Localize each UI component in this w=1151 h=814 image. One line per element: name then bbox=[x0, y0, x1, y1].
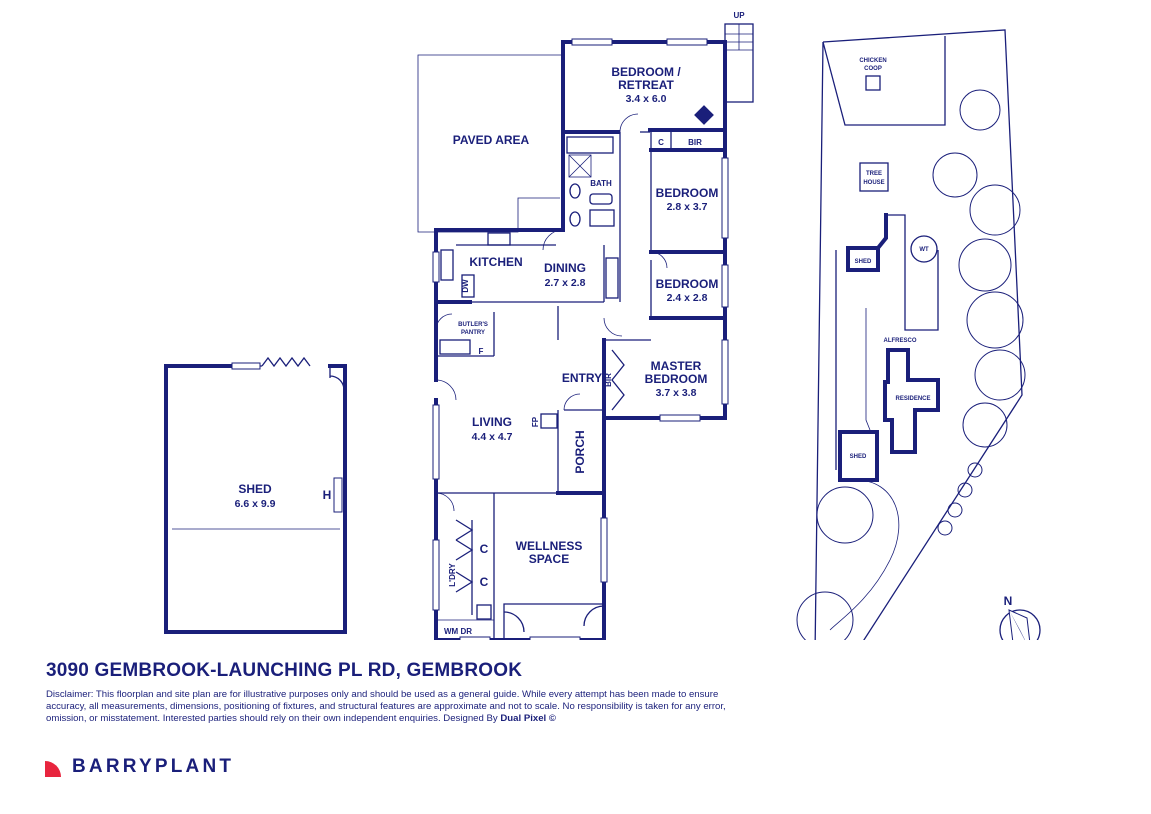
kitchen-label: KITCHEN bbox=[469, 255, 522, 269]
brand-logo: BARRYPLANT bbox=[45, 756, 234, 778]
entry-label: ENTRY bbox=[562, 371, 602, 385]
master-bedroom-label: MASTER bbox=[651, 359, 702, 373]
cupboard-2-label: C bbox=[480, 575, 489, 589]
dw-label: DW bbox=[461, 279, 470, 293]
bedroom-retreat-size: 3.4 x 6.0 bbox=[626, 93, 667, 105]
living-size: 4.4 x 4.7 bbox=[472, 431, 513, 443]
disclaimer-text: Disclaimer: This floorplan and site plan… bbox=[46, 689, 726, 724]
porch-label: PORCH bbox=[573, 430, 587, 473]
heater-label: H bbox=[323, 488, 332, 502]
bedroom-retreat-label: BEDROOM / bbox=[611, 65, 681, 79]
bir2-label: BIR bbox=[604, 373, 613, 387]
butlers-pantry-label: BUTLER'S bbox=[458, 322, 488, 328]
chicken-coop-label-2: COOP bbox=[864, 66, 882, 72]
north-label: N bbox=[1004, 594, 1013, 608]
fireplace-label: FP bbox=[531, 416, 540, 427]
bedroom3-label: BEDROOM bbox=[656, 277, 719, 291]
disclaimer: Disclaimer: This floorplan and site plan… bbox=[46, 689, 726, 725]
house-walls bbox=[417, 23, 754, 640]
wellness-space-label-2: SPACE bbox=[529, 552, 569, 566]
residence-label: RESIDENCE bbox=[895, 396, 930, 402]
living-label: LIVING bbox=[472, 415, 512, 429]
trees bbox=[796, 89, 1026, 640]
cupboard-1-label: C bbox=[480, 542, 489, 556]
site-shed1-label: SHED bbox=[855, 259, 872, 265]
bath-label: BATH bbox=[590, 179, 612, 188]
bedroom-retreat-label-2: RETREAT bbox=[618, 78, 674, 92]
site-boundary bbox=[814, 29, 1023, 640]
c-label: C bbox=[658, 138, 664, 147]
north-arrow-icon bbox=[999, 609, 1041, 640]
floor-and-site-plan: SHED 6.6 x 9.9 H bbox=[164, 11, 1041, 640]
site-shed2-label: SHED bbox=[850, 454, 867, 460]
shed-label: SHED bbox=[238, 482, 272, 496]
butlers-pantry-label-2: PANTRY bbox=[461, 330, 485, 336]
fridge-label: F bbox=[479, 347, 484, 356]
dining-label: DINING bbox=[544, 261, 586, 275]
shed-building bbox=[164, 356, 347, 634]
wm-dr-label: WM DR bbox=[444, 627, 472, 636]
logo-mark-icon bbox=[45, 761, 61, 777]
shed-size: 6.6 x 9.9 bbox=[235, 498, 276, 510]
wellness-space-label: WELLNESS bbox=[516, 539, 583, 553]
up-label: UP bbox=[733, 11, 745, 20]
bedroom3-size: 2.4 x 2.8 bbox=[667, 292, 708, 304]
paved-area-label: PAVED AREA bbox=[453, 133, 530, 147]
alfresco-label: ALFRESCO bbox=[884, 338, 917, 344]
tree-house-label-2: HOUSE bbox=[863, 180, 884, 186]
master-bedroom-label-2: BEDROOM bbox=[645, 372, 708, 386]
designer-name: Dual Pixel © bbox=[500, 713, 556, 724]
bedroom2-size: 2.8 x 3.7 bbox=[667, 201, 708, 213]
tree-house-label: TREE bbox=[866, 171, 882, 177]
bir-label: BIR bbox=[688, 138, 702, 147]
master-bedroom-size: 3.7 x 3.8 bbox=[656, 387, 697, 399]
brand-name: BARRYPLANT bbox=[72, 756, 235, 777]
laundry-label: L'DRY bbox=[448, 563, 457, 587]
property-address: 3090 GEMBROOK-LAUNCHING PL RD, GEMBROOK bbox=[46, 660, 523, 681]
water-tank-label: WT bbox=[919, 247, 929, 253]
chicken-coop-label: CHICKEN bbox=[859, 58, 886, 64]
dining-size: 2.7 x 2.8 bbox=[545, 277, 586, 289]
bedroom2-label: BEDROOM bbox=[656, 186, 719, 200]
